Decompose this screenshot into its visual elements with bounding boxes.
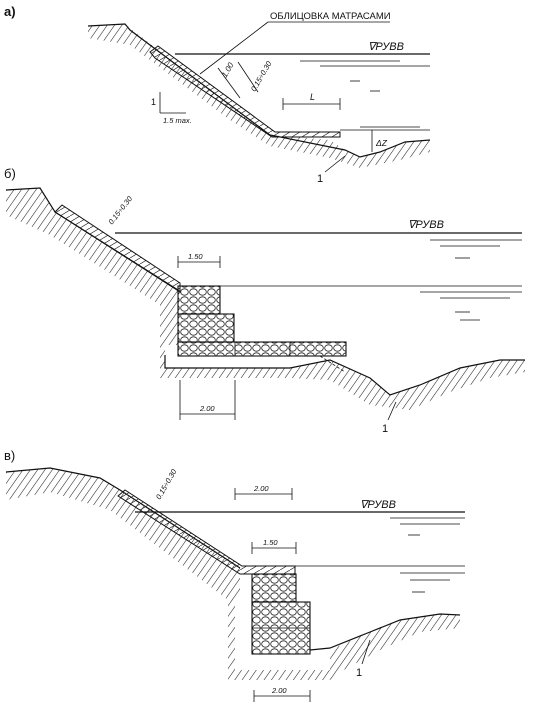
panel-b-dim-200: 2.00 [199,404,215,413]
panel-b-mattress [54,204,181,293]
panel-b-marker: 1 [382,423,388,435]
panel-a-mattress [149,45,341,138]
panel-c-dim-200-top: 2.00 [253,484,269,493]
panel-a-dim-100: 1.00 [220,61,236,79]
panel-a-marker: 1 [317,173,323,185]
panel-c-dim-150: 1.50 [263,538,278,547]
panel-b-gabion-apron [177,341,347,357]
panel-c: в) ∇РУВВ 0.15÷0.30 2.00 1.50 [4,448,465,702]
panel-a: а) ОБЛИЦОВКА МАТРАСАМИ ∇РУВВ 1.00 0.15÷0… [4,4,431,185]
panel-c-marker: 1 [356,667,362,679]
panel-a-dim-L: L [310,92,315,102]
panel-a-soil [88,24,430,168]
panel-a-slope-1: 1 [151,97,156,107]
panel-b-label: б) [4,166,16,181]
panel-a-dim-dz: ΔZ [375,138,388,148]
panel-c-dim-thickness: 0.15÷0.30 [154,467,179,501]
panel-c-gabion-top [251,573,297,603]
panel-b: б) ∇РУВВ 0.15÷0.30 1.50 [4,166,525,435]
panel-b-gabion-mid [177,313,235,343]
panel-a-water-level: ∇РУВВ [368,41,404,53]
panel-a-slope-2: 1.5 max. [163,116,192,125]
panel-b-water-level: ∇РУВВ [408,219,444,231]
panel-a-dim-thickness: 0.15÷0.30 [249,59,274,93]
panel-c-water-level: ∇РУВВ [360,499,396,511]
panel-b-dim-thickness: 0.15÷0.30 [106,194,134,226]
panel-b-gabion-top [177,285,221,315]
panel-a-callout: ОБЛИЦОВКА МАТРАСАМИ [270,11,391,22]
panel-c-dim-200-bottom: 2.00 [271,686,287,695]
panel-c-soil [6,468,460,680]
panel-c-label: в) [4,448,15,463]
panel-a-label: а) [4,4,16,19]
panel-b-dim-150: 1.50 [188,252,203,261]
